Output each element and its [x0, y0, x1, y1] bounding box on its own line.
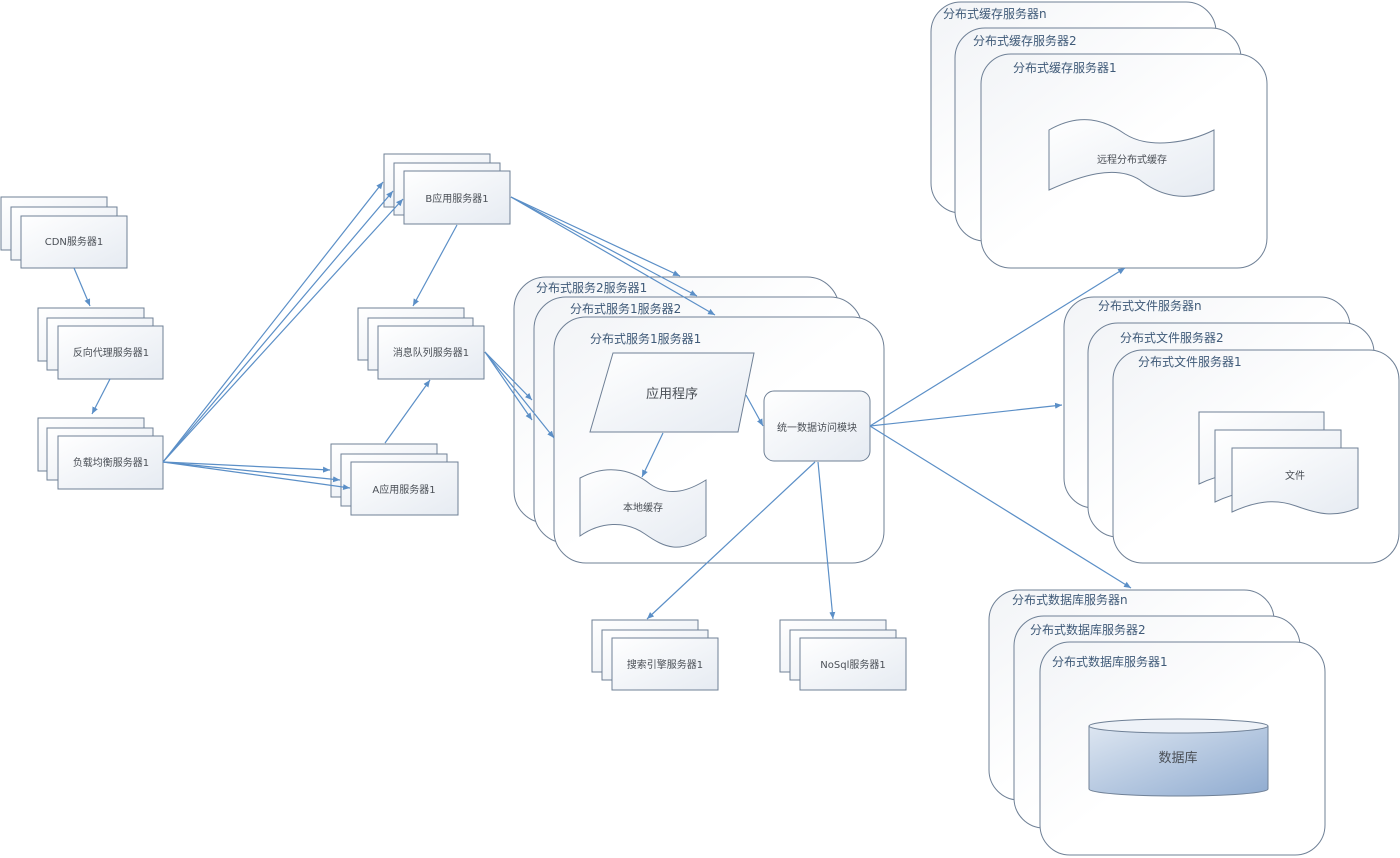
reverse-proxy-stack[interactable]: 反向代理服务器1	[37, 307, 164, 380]
message-queue-stack[interactable]: 消息队列服务器1	[357, 307, 485, 380]
database-cylinder-icon	[1088, 726, 1269, 797]
application-label: 应用程序	[646, 386, 698, 402]
nosql-label: NoSql服务器1	[820, 658, 885, 671]
b-app-server-label: B应用服务器1	[425, 192, 488, 205]
distributed-service-cluster[interactable]: 分布式服务2服务器1 分布式服务1服务器2 分布式服务1服务器1 应用程序 本地…	[513, 276, 885, 564]
nosql-stack[interactable]: NoSql服务器1	[779, 619, 907, 691]
data-access-label: 统一数据访问模块	[777, 421, 857, 434]
cdn-server-stack[interactable]: CDN服务器1	[0, 196, 128, 269]
service-front-label: 分布式服务1服务器1	[590, 331, 701, 346]
file-front-label: 分布式文件服务器1	[1138, 354, 1242, 369]
distributed-cache-cluster[interactable]: 分布式缓存服务器n 分布式缓存服务器2 分布式缓存服务器1 远程分布式缓存	[930, 1, 1268, 269]
database-label: 数据库	[1158, 750, 1197, 766]
application-shape	[589, 352, 755, 433]
service-middle-label: 分布式服务1服务器2	[570, 301, 681, 316]
a-app-server-label: A应用服务器1	[372, 483, 435, 496]
connection-arrows	[73, 181, 1132, 620]
file-icon	[1231, 447, 1359, 515]
load-balancer-label: 负载均衡服务器1	[73, 456, 149, 469]
db-back-label: 分布式数据库服务器n	[1012, 592, 1128, 607]
distributed-database-cluster[interactable]: 分布式数据库服务器n 分布式数据库服务器2 分布式数据库服务器1 数据库	[988, 589, 1326, 856]
db-middle-label: 分布式数据库服务器2	[1030, 622, 1146, 637]
cache-middle-label: 分布式缓存服务器2	[973, 33, 1077, 48]
service-back-label: 分布式服务2服务器1	[536, 280, 647, 295]
message-queue-label: 消息队列服务器1	[393, 346, 469, 359]
file-back-label: 分布式文件服务器n	[1098, 298, 1202, 313]
file-label: 文件	[1285, 469, 1305, 482]
file-middle-label: 分布式文件服务器2	[1120, 330, 1224, 345]
reverse-proxy-label: 反向代理服务器1	[73, 346, 149, 359]
distributed-file-cluster[interactable]: 分布式文件服务器n 分布式文件服务器2 分布式文件服务器1 文件	[1063, 296, 1400, 564]
remote-cache-shape	[1048, 119, 1215, 197]
cache-front-label: 分布式缓存服务器1	[1013, 60, 1117, 75]
local-cache-label: 本地缓存	[623, 501, 663, 514]
search-engine-stack[interactable]: 搜索引擎服务器1	[591, 619, 719, 691]
remote-cache-label: 远程分布式缓存	[1097, 153, 1167, 166]
load-balancer-stack[interactable]: 负载均衡服务器1	[37, 417, 164, 490]
local-cache-shape	[579, 469, 707, 548]
a-app-server-stack[interactable]: A应用服务器1	[330, 443, 459, 516]
cache-back-label: 分布式缓存服务器n	[943, 6, 1047, 21]
b-app-server-stack[interactable]: B应用服务器1	[383, 153, 511, 225]
search-engine-label: 搜索引擎服务器1	[627, 658, 703, 671]
cdn-server-label: CDN服务器1	[45, 235, 104, 248]
db-front-label: 分布式数据库服务器1	[1052, 654, 1168, 669]
